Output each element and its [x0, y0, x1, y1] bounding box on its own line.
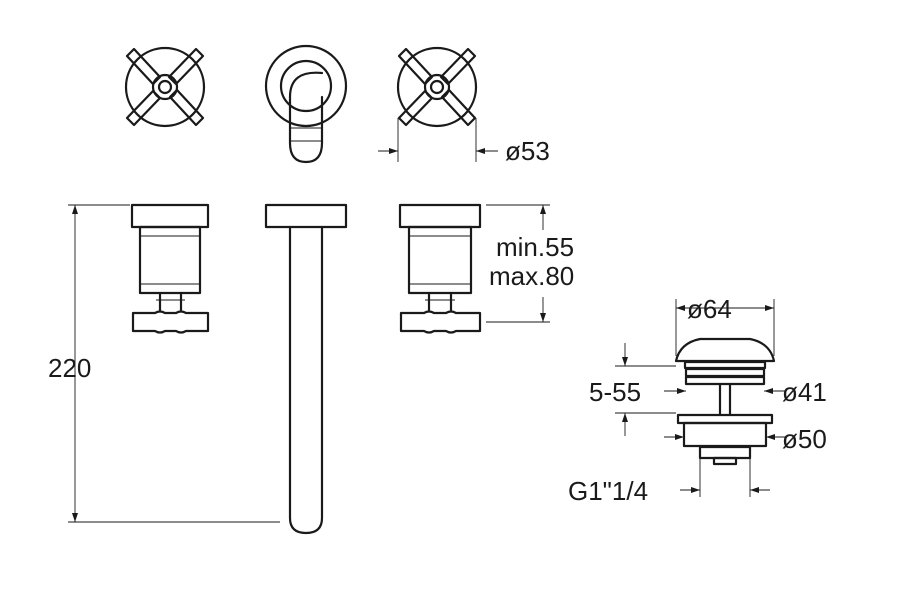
dimension-waste-body	[664, 388, 786, 394]
label-adjust-range: 5-55	[589, 377, 641, 407]
dimension-depth	[486, 204, 550, 323]
front-view-spout	[264, 203, 348, 535]
front-view-right-valve	[398, 203, 482, 334]
dimension-height	[68, 204, 280, 523]
front-view-left-valve	[130, 203, 210, 334]
top-view-left-handle	[124, 46, 206, 128]
label-waste-body: ø41	[782, 377, 827, 407]
label-thread: G1"1/4	[568, 476, 648, 506]
dimension-waste-flange	[664, 434, 786, 440]
label-handle-diameter: ø53	[505, 136, 550, 166]
dimension-waste-cap	[675, 299, 775, 356]
dimension-handle-diameter	[378, 118, 498, 162]
waste-drawing	[674, 337, 776, 466]
top-view-right-handle	[396, 46, 478, 128]
label-waste-cap: ø64	[687, 294, 732, 324]
dimension-thread	[680, 459, 770, 497]
top-view-spout	[264, 44, 348, 164]
label-depth-max: max.80	[489, 261, 574, 291]
label-depth-min: min.55	[496, 232, 574, 262]
dimension-adjust-range	[615, 343, 676, 436]
label-height: 220	[48, 353, 91, 383]
label-waste-flange: ø50	[782, 424, 827, 454]
